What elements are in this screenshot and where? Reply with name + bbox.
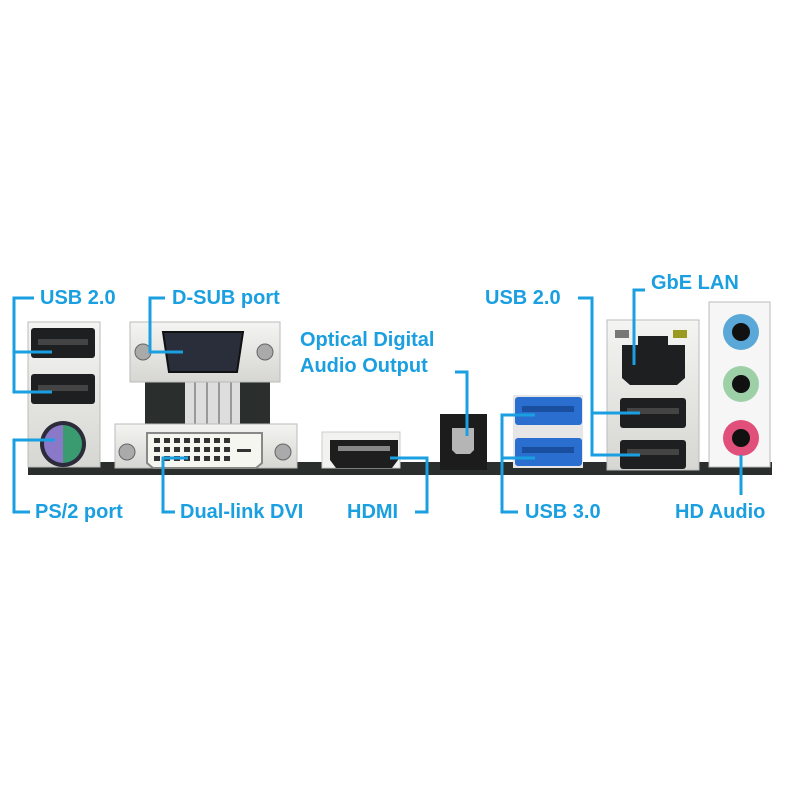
dvi-port bbox=[114, 423, 298, 469]
optical-audio-port bbox=[440, 414, 487, 470]
dvi-pin bbox=[194, 456, 200, 461]
dvi-pin bbox=[154, 438, 160, 443]
dvi-pin bbox=[154, 447, 160, 452]
dvi-pin bbox=[174, 438, 180, 443]
dvi-pin bbox=[204, 438, 210, 443]
dvi-pin bbox=[224, 456, 230, 461]
label-optical-line1: Optical Digital bbox=[300, 329, 435, 351]
dvi-pin bbox=[204, 456, 210, 461]
ps2-port bbox=[44, 425, 63, 463]
rj45-port bbox=[622, 345, 685, 385]
dvi-pin bbox=[224, 447, 230, 452]
label-hdmi: HDMI bbox=[347, 501, 399, 523]
dvi-pin bbox=[184, 447, 190, 452]
usb2-ps2-stack bbox=[27, 321, 101, 468]
dvi-pin bbox=[224, 438, 230, 443]
dvi-pin bbox=[164, 447, 170, 452]
dvi-pin bbox=[154, 456, 160, 461]
dvi-pin bbox=[194, 438, 200, 443]
dvi-pin bbox=[214, 438, 220, 443]
dvi-pin bbox=[214, 456, 220, 461]
dvi-pin bbox=[164, 438, 170, 443]
audio-jacks bbox=[708, 301, 771, 468]
label-hd-audio: HD Audio bbox=[675, 501, 766, 523]
dvi-pin bbox=[214, 447, 220, 452]
dsub-vga-port bbox=[129, 321, 281, 430]
dvi-pin bbox=[204, 447, 210, 452]
label-gbe-lan: GbE LAN bbox=[651, 272, 739, 294]
leader-lines bbox=[12, 288, 743, 514]
label-dsub: D-SUB port bbox=[172, 287, 280, 309]
dvi-pin bbox=[184, 438, 190, 443]
label-usb30: USB 3.0 bbox=[525, 501, 601, 523]
dvi-pin bbox=[194, 447, 200, 452]
lan-usb-stack bbox=[606, 319, 700, 471]
label-optical-line2: Audio Output bbox=[300, 355, 428, 377]
label-dvi: Dual-link DVI bbox=[180, 501, 304, 523]
dvi-pin bbox=[174, 447, 180, 452]
label-usb20-left: USB 2.0 bbox=[40, 287, 116, 309]
label-ps2: PS/2 port bbox=[35, 501, 123, 523]
label-usb20-right: USB 2.0 bbox=[485, 287, 561, 309]
hdmi-port bbox=[321, 431, 401, 469]
